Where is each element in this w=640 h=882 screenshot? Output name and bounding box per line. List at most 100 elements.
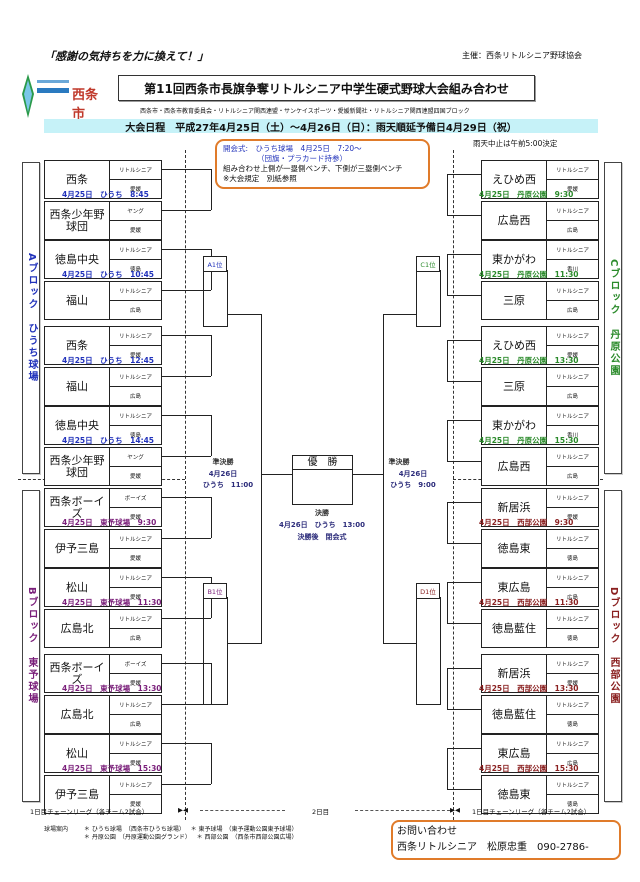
team-tags: リトルシニア広島 (547, 282, 598, 319)
team-tags: リトルシニア徳島 (110, 407, 161, 444)
city-logo: 西条市 (22, 72, 107, 122)
rain-note: 雨天中止は午前5:00決定 (473, 139, 558, 148)
team-name: 西条ボーイズ (45, 655, 110, 692)
team-tags: リトルシニア徳島 (547, 696, 598, 733)
champion-label: 優 勝 (293, 456, 352, 470)
team-tags: リトルシニア愛媛 (110, 327, 161, 364)
team-prefecture: 愛媛 (129, 353, 141, 359)
opening-line2: （団旗・プラカード持参） (257, 154, 347, 163)
bracket-line (447, 709, 481, 711)
match-info: 4月25日 西部公園 13:30 (479, 684, 579, 693)
team-prefecture: 愛媛 (129, 761, 141, 767)
final-info: 4月26日 ひうち 13:00 (279, 521, 365, 529)
logo-text: 西条市 (72, 88, 99, 122)
team-prefecture: 愛媛 (129, 595, 141, 601)
team-entry: 福山リトルシニア広島 (44, 281, 162, 320)
team-prefecture: 徳島 (566, 802, 578, 808)
team-entry: 西条少年野球団ヤング愛媛 (44, 201, 162, 240)
team-league: リトルシニア (547, 696, 598, 715)
match-info: 4月25日 丹原公園 9:30 (479, 190, 574, 199)
team-tags: リトルシニア愛媛 (110, 776, 161, 813)
bracket-line (447, 340, 449, 381)
team-prefecture: 香川 (566, 267, 578, 273)
contact-body: 西条リトルシニア 松原忠重 090-2786- (397, 842, 589, 853)
match-info: 4月25日 東予球場 13:30 (62, 684, 162, 693)
team-name: 徳島東 (482, 530, 547, 567)
block-b-label: Bブロック 東予球場 (22, 490, 40, 802)
host-organizer: 主催：西条リトルシニア野球協会 (462, 51, 582, 60)
day2-label: 2日目 (312, 808, 330, 816)
team-prefecture: 徳島 (129, 267, 141, 273)
match-info: 4月25日 ひうち 14:45 (62, 436, 155, 445)
team-name: 伊予三島 (45, 776, 110, 813)
team-league: リトルシニア (110, 776, 161, 795)
seed-a-line (203, 270, 205, 327)
team-league: リトルシニア (110, 161, 161, 180)
team-entry: 東広島リトルシニア広島 (481, 568, 599, 607)
team-league: リトルシニア (110, 241, 161, 260)
team-prefecture: 愛媛 (566, 681, 578, 687)
team-name: 徳島藍住 (482, 696, 547, 733)
team-tags: リトルシニア広島 (547, 368, 598, 405)
bracket-line (161, 663, 211, 665)
team-prefecture: 広島 (566, 308, 578, 314)
team-league: リトルシニア (110, 569, 161, 588)
team-league: リトルシニア (547, 327, 598, 346)
team-tags: リトルシニア徳島 (547, 610, 598, 647)
team-entry: 伊予三島リトルシニア愛媛 (44, 529, 162, 568)
team-name: 西条 (45, 161, 110, 198)
team-name: 徳島中央 (45, 241, 110, 278)
team-name: 西条少年野球団 (45, 448, 110, 485)
semi-right-date: 4月26日 (398, 470, 428, 478)
team-name: 徳島中央 (45, 407, 110, 444)
team-name: 東広島 (482, 569, 547, 606)
bracket-line (447, 420, 481, 422)
bracket-line (447, 502, 481, 504)
team-name: 広島北 (45, 610, 110, 647)
venue-seibu: ＊ 西部公園 （西条市西部公園広場） (196, 834, 298, 841)
team-league: リトルシニア (110, 735, 161, 754)
team-tags: リトルシニア広島 (547, 202, 598, 239)
team-league: リトルシニア (110, 530, 161, 549)
team-name: 東広島 (482, 735, 547, 772)
match-info: 4月25日 丹原公園 13:30 (479, 356, 579, 365)
block-d-venue: 西部公園 (608, 657, 619, 706)
venue-tanbara: ＊ 丹原公園 （丹原運動公園グランド） (83, 834, 191, 841)
team-tags: リトルシニア愛媛 (547, 161, 598, 198)
match-info: 4月25日 東予球場 15:30 (62, 764, 162, 773)
match-info: 4月25日 西部公園 11:30 (479, 598, 579, 607)
arrow-left-icon: ▶◀ (450, 806, 460, 814)
team-name: えひめ西 (482, 327, 547, 364)
venue-guide-label: 球場案内 (44, 826, 69, 833)
team-name: 三原 (482, 282, 547, 319)
team-tags: ボーイズ愛媛 (110, 655, 161, 692)
team-name: 西条 (45, 327, 110, 364)
bracket-line (447, 748, 449, 789)
team-prefecture: 愛媛 (566, 187, 578, 193)
team-entry: 広島北リトルシニア広島 (44, 695, 162, 734)
team-league: ボーイズ (110, 655, 161, 674)
venue-toyo: ＊ 東予球場 （東予運動公園東予球場） (190, 826, 298, 833)
bracket-line (211, 663, 213, 704)
team-tags: リトルシニア愛媛 (110, 569, 161, 606)
team-entry: 広島西リトルシニア広島 (481, 447, 599, 486)
team-name: 福山 (45, 368, 110, 405)
match-info: 4月25日 西部公園 15:30 (479, 764, 579, 773)
match-info: 4月25日 ひうち 12:45 (62, 356, 155, 365)
team-league: ヤング (110, 202, 161, 221)
bracket-line (161, 784, 211, 786)
bracket-line (161, 577, 211, 579)
seed-d1: D1位 (416, 583, 440, 599)
team-tags: リトルシニア愛媛 (110, 530, 161, 567)
team-entry: 西条リトルシニア愛媛 (44, 326, 162, 365)
team-league: リトルシニア (110, 327, 161, 346)
team-name: 徳島東 (482, 776, 547, 813)
seed-d-line (440, 597, 442, 705)
team-prefecture: 広島 (566, 228, 578, 234)
team-tags: リトルシニア愛媛 (547, 489, 598, 526)
team-tags: リトルシニア広島 (110, 696, 161, 733)
team-entry: 新居浜リトルシニア愛媛 (481, 654, 599, 693)
team-entry: 伊予三島リトルシニア愛媛 (44, 775, 162, 814)
team-entry: 東かがわリトルシニア香川 (481, 406, 599, 445)
bracket-line (161, 743, 211, 745)
